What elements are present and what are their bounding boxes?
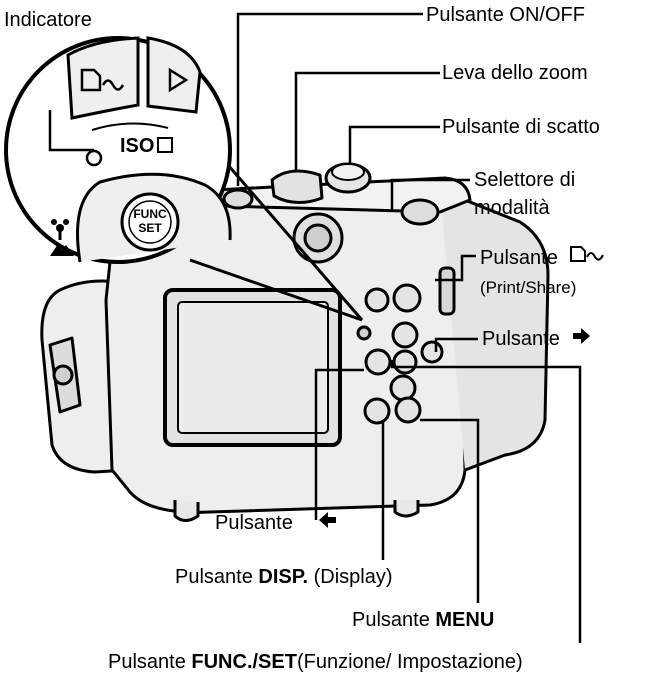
label-print-share: Pulsante — [480, 244, 605, 270]
label-right: Pulsante — [482, 327, 591, 351]
label-disp: Pulsante DISP. (Display) — [175, 565, 393, 589]
on-off-button-shape — [224, 190, 252, 208]
label-menu: Pulsante MENU — [352, 608, 494, 632]
label-mode-line2: modalità — [474, 196, 550, 220]
svg-text:FUNC: FUNC — [133, 207, 167, 221]
iso-text: ISO — [120, 135, 154, 157]
foot-right — [395, 500, 418, 516]
foot-left — [175, 500, 198, 521]
indicator-dot — [87, 151, 101, 165]
label-on-off: Pulsante ON/OFF — [426, 3, 585, 27]
label-indicator: Indicatore — [4, 8, 92, 32]
svg-text:SET: SET — [138, 221, 162, 235]
zoom-lever-shape — [272, 171, 322, 203]
label-left: Pulsante — [215, 511, 338, 535]
label-print-share-note: (Print/Share) — [480, 276, 576, 300]
label-func-set: Pulsante FUNC./SET(Funzione/ Impostazion… — [108, 650, 523, 674]
arrow-left-icon — [316, 511, 338, 529]
label-mode-line1: Selettore di — [474, 168, 575, 192]
print-share-icon — [569, 244, 605, 264]
arrow-right-icon — [571, 327, 591, 345]
label-shutter: Pulsante di scatto — [442, 115, 600, 139]
label-zoom: Leva dello zoom — [442, 61, 588, 85]
